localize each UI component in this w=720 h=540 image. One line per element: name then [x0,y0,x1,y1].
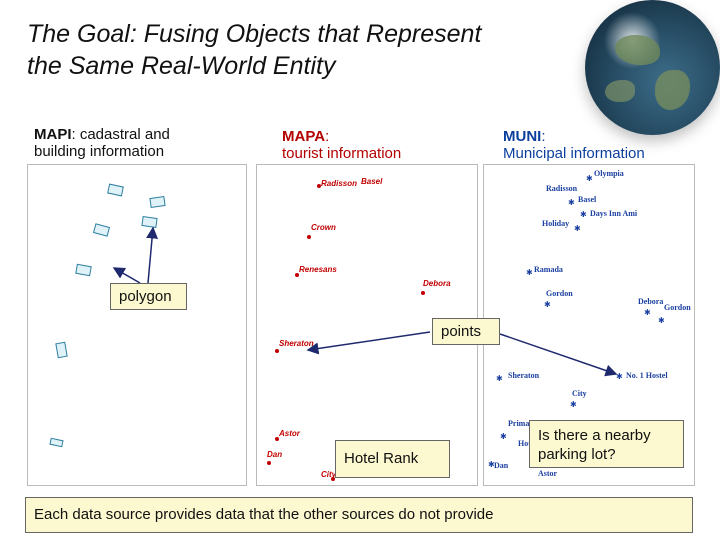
slide-title: The Goal: Fusing Objects that Represent … [27,18,587,82]
title-line-1: The Goal: Fusing Objects that Represent [27,20,482,48]
mapa-label-crown: Crown [311,223,336,232]
footer-note: Each data source provides data that the … [25,497,693,533]
points-callout: points [432,318,500,345]
mapi-name: MAPI [34,126,72,143]
muni-desc: Municipal information [503,145,645,162]
muni-colon: : [541,128,546,145]
building-polygon [49,437,64,448]
title-line-2: the Same Real-World Entity [27,52,336,80]
muni-label-basel: Basel [578,195,597,204]
globe-image [585,0,720,135]
hotel-rank-text: Hotel Rank [344,450,419,467]
building-polygon [55,341,68,359]
mapa-label-astor: Astor [279,429,300,438]
parking-text-2: parking lot? [538,446,616,463]
mapa-label-city: City [321,470,337,479]
muni-label-olympia: Olympia [594,169,624,178]
mapa-label-renesans: Renesans [299,265,337,274]
muni-label-gordon-2: Gordon [664,303,691,312]
muni-label-debora: Debora [638,297,664,306]
mapa-label: MAPA: tourist information [282,128,401,162]
mapa-colon: : [325,128,330,145]
points-callout-text: points [441,323,482,340]
polygon-callout-text: polygon [119,288,172,305]
mapa-name: MAPA [282,128,326,145]
parking-text-1: Is there a nearby [538,427,651,444]
footer-text: Each data source provides data that the … [34,506,494,523]
mapa-label-sheraton: Sheraton [279,339,314,348]
mapi-desc-2: building information [34,143,165,160]
mapa-label-dan: Dan [267,450,283,459]
mapa-desc: tourist information [282,145,402,162]
mapa-label-basel: Basel [361,177,383,186]
mapi-desc: : cadastral and [71,126,170,143]
muni-label-dan: Dan [494,461,509,470]
muni-label-holiday: Holiday [542,219,570,228]
building-polygon [107,183,124,197]
muni-label-radisson: Radisson [546,184,578,193]
building-polygon [75,263,92,277]
mapa-label-radisson: Radisson [321,179,358,188]
muni-label-city: City [572,389,587,398]
muni-name: MUNI [503,128,542,145]
mapa-label-debora: Debora [423,279,451,288]
polygon-callout: polygon [110,283,187,310]
muni-label-ramada: Ramada [534,265,563,274]
muni-label-no1-hostel: No. 1 Hostel [626,371,668,380]
muni-label-astor: Astor [538,469,558,478]
muni-label-gordon: Gordon [546,289,573,298]
muni-label-days-inn: Days Inn Ami [590,209,638,218]
mapi-label: MAPI: cadastral and building information [34,126,170,160]
muni-label: MUNI: Municipal information [503,128,645,162]
mapi-map-panel [27,164,247,486]
hotel-rank-callout: Hotel Rank [335,440,450,478]
muni-label-sheraton: Sheraton [508,371,540,380]
building-polygon [92,223,111,237]
building-polygon [149,196,166,208]
parking-callout: Is there a nearby parking lot? [529,420,684,468]
building-polygon [141,216,158,228]
